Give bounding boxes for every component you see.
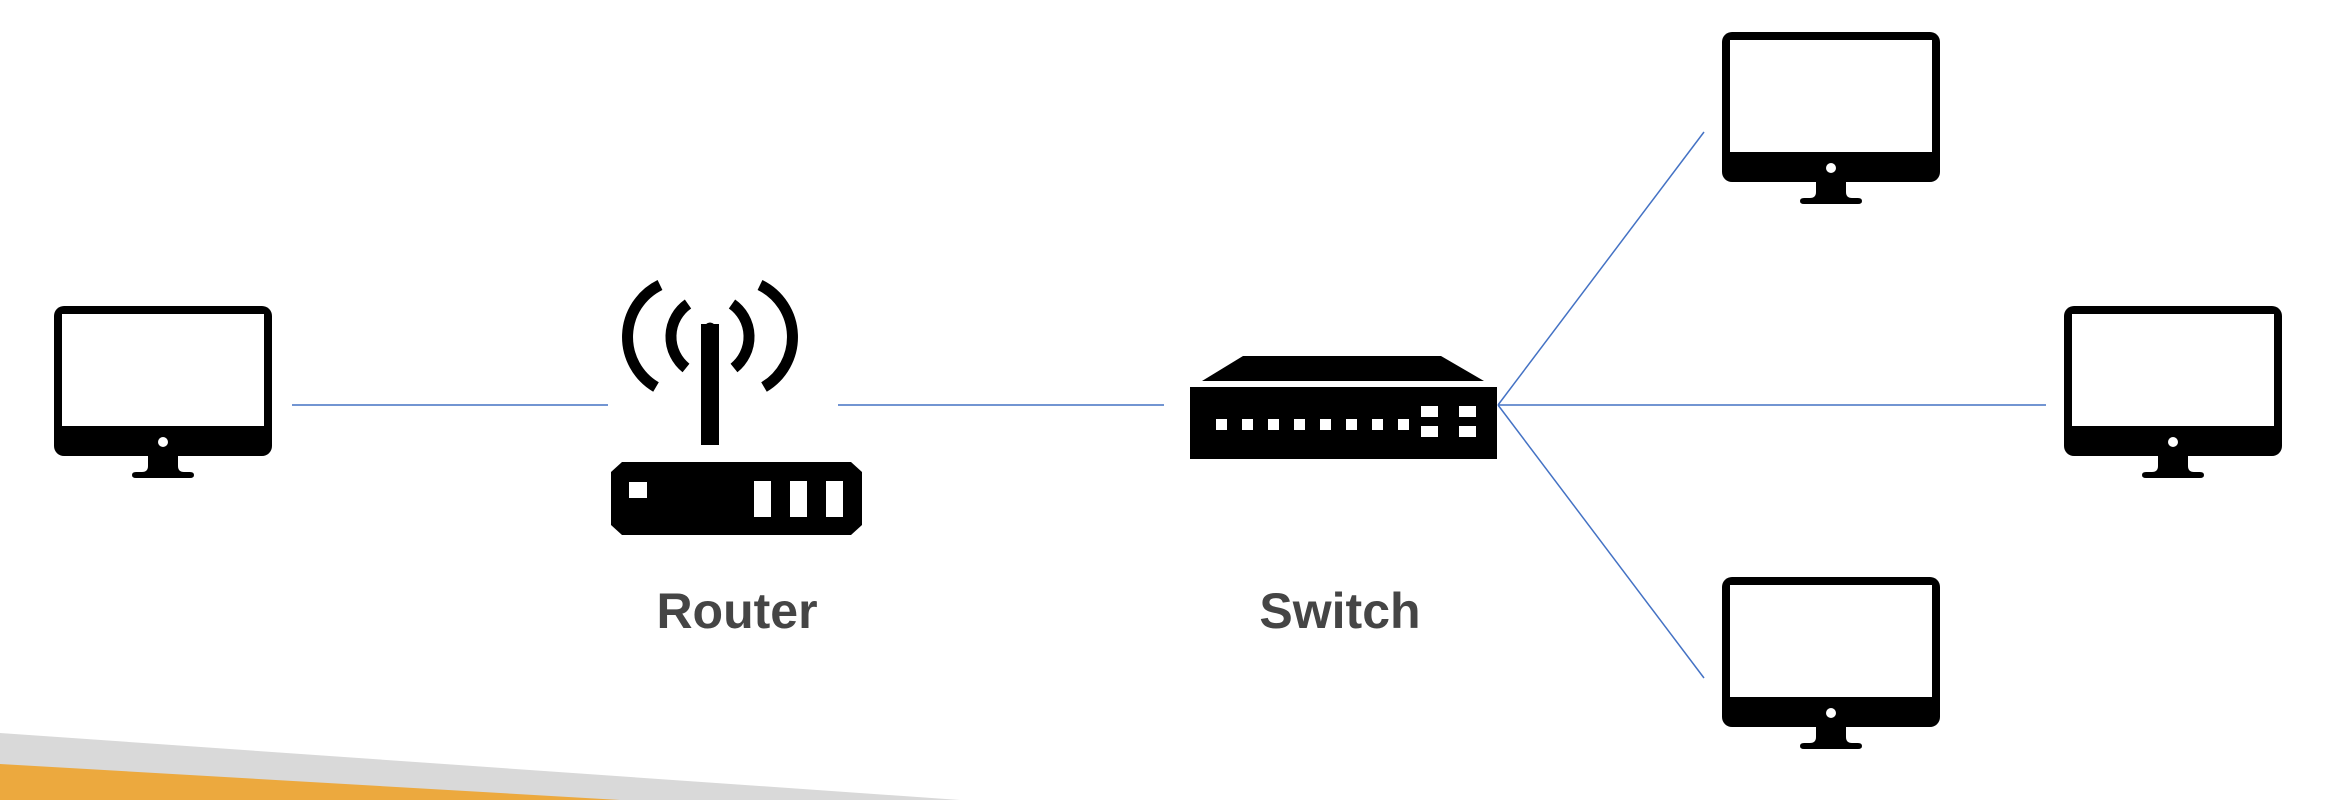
desktop-monitor-icon [2064,306,2282,478]
connections [292,131,2046,679]
computer-left [54,306,272,478]
switch-node: Switch [1190,356,1497,639]
desktop-monitor-icon [1722,577,1940,749]
desktop-monitor-icon [54,306,272,478]
computer-middle-right [2064,306,2282,478]
desktop-monitor-icon [1722,32,1940,204]
slide-accent-orange [0,764,620,800]
network-switch-icon [1190,356,1497,459]
wireless-router-icon [611,280,862,535]
computer-top-right [1722,32,1940,204]
link-switch-computer-bottom-right [1497,404,1705,679]
link-switch-computer-top-right [1497,131,1705,406]
switch-label: Switch [1259,583,1420,639]
router-node: Router [611,280,862,639]
computer-bottom-right [1722,577,1940,749]
router-label: Router [656,583,817,639]
